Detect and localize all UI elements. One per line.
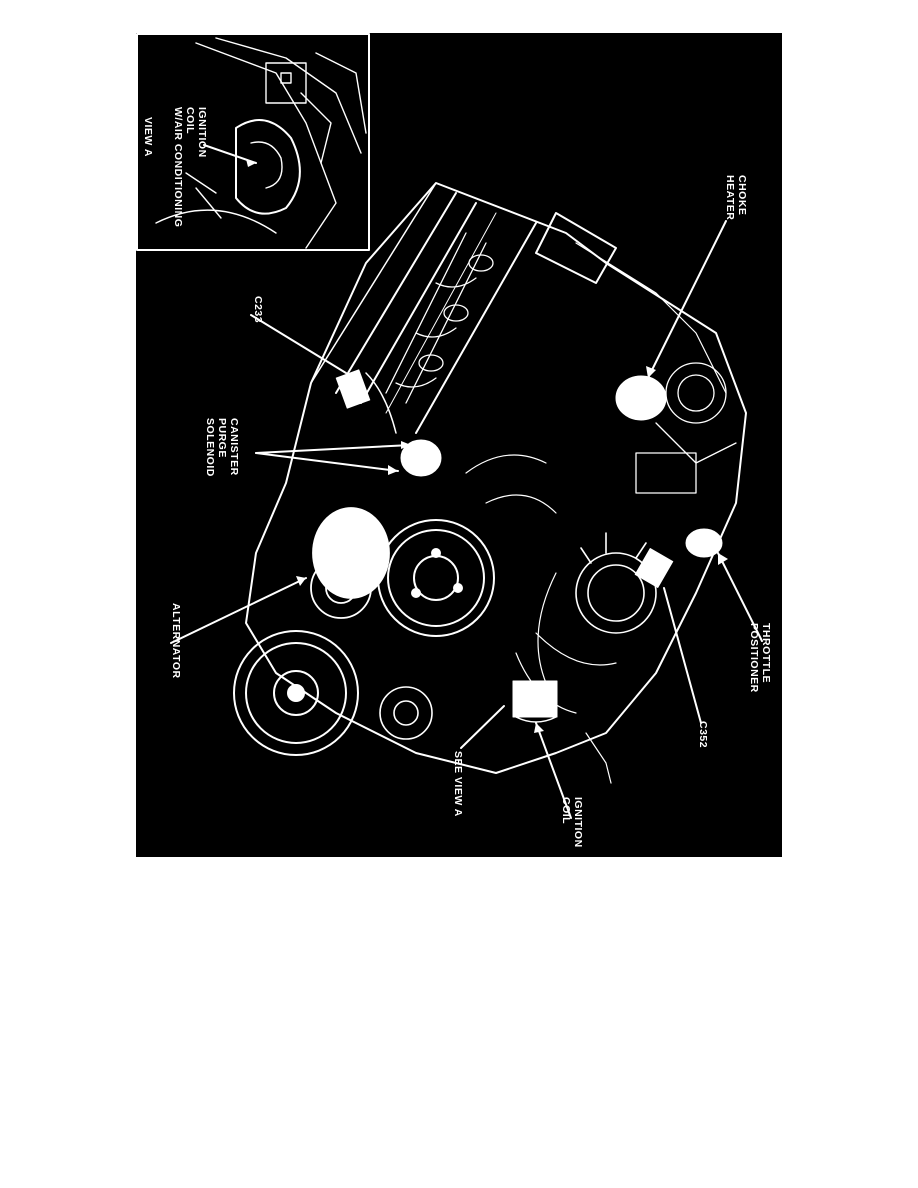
inset-ignition-coil-label: IGNITION COIL W/AIR CONDITIONING bbox=[172, 107, 208, 228]
view-a-inset-drawing bbox=[155, 37, 367, 249]
ignition-coil-leader bbox=[535, 722, 572, 819]
choke-heater-part bbox=[615, 375, 667, 421]
throttle-positioner-label: THROTTLE POSITIONER bbox=[748, 623, 772, 693]
crank-pulley bbox=[377, 519, 495, 637]
canister-purge-solenoid-label: CANISTER PURGE SOLENOID bbox=[204, 418, 240, 477]
carburetor bbox=[635, 362, 737, 494]
water-pump bbox=[379, 686, 433, 740]
alternator-part bbox=[310, 507, 390, 619]
throttle-positioner-part bbox=[685, 528, 723, 558]
view-a-label: VIEW A bbox=[142, 117, 154, 157]
valve-cover bbox=[385, 232, 494, 404]
hoses bbox=[465, 454, 617, 784]
ac-pulley bbox=[233, 630, 359, 756]
see-view-a-leader bbox=[460, 705, 505, 749]
c233-connector bbox=[335, 369, 371, 409]
ignition-coil-label: IGNITION COIL bbox=[560, 797, 584, 848]
canister-leader-1 bbox=[255, 444, 412, 454]
canister-purge-solenoid-part bbox=[400, 439, 442, 477]
canister-leader-2 bbox=[255, 452, 399, 472]
c233-leader bbox=[250, 314, 347, 374]
throttle-positioner-leader bbox=[717, 552, 763, 642]
alternator-leader bbox=[170, 577, 307, 644]
view-a-inset-frame bbox=[136, 33, 370, 251]
c352-label: C352 bbox=[697, 721, 709, 749]
choke-heater-label: CHOKE HEATER bbox=[724, 175, 748, 221]
engine-illustration bbox=[136, 33, 763, 819]
alternator-label: ALTERNATOR bbox=[170, 603, 182, 679]
c233-label: C233 bbox=[252, 296, 264, 324]
distributor bbox=[575, 532, 657, 634]
engine-block bbox=[245, 182, 747, 774]
arrow-heads bbox=[246, 159, 728, 733]
c352-connector bbox=[634, 548, 674, 588]
leader-lines bbox=[170, 144, 763, 819]
engine-diagram: CHOKE HEATER THROTTLE POSITIONER C352 IG… bbox=[136, 33, 782, 857]
see-view-a-label: SEE VIEW A bbox=[452, 751, 464, 817]
choke-heater-leader bbox=[647, 220, 727, 379]
c352-leader bbox=[663, 587, 702, 724]
